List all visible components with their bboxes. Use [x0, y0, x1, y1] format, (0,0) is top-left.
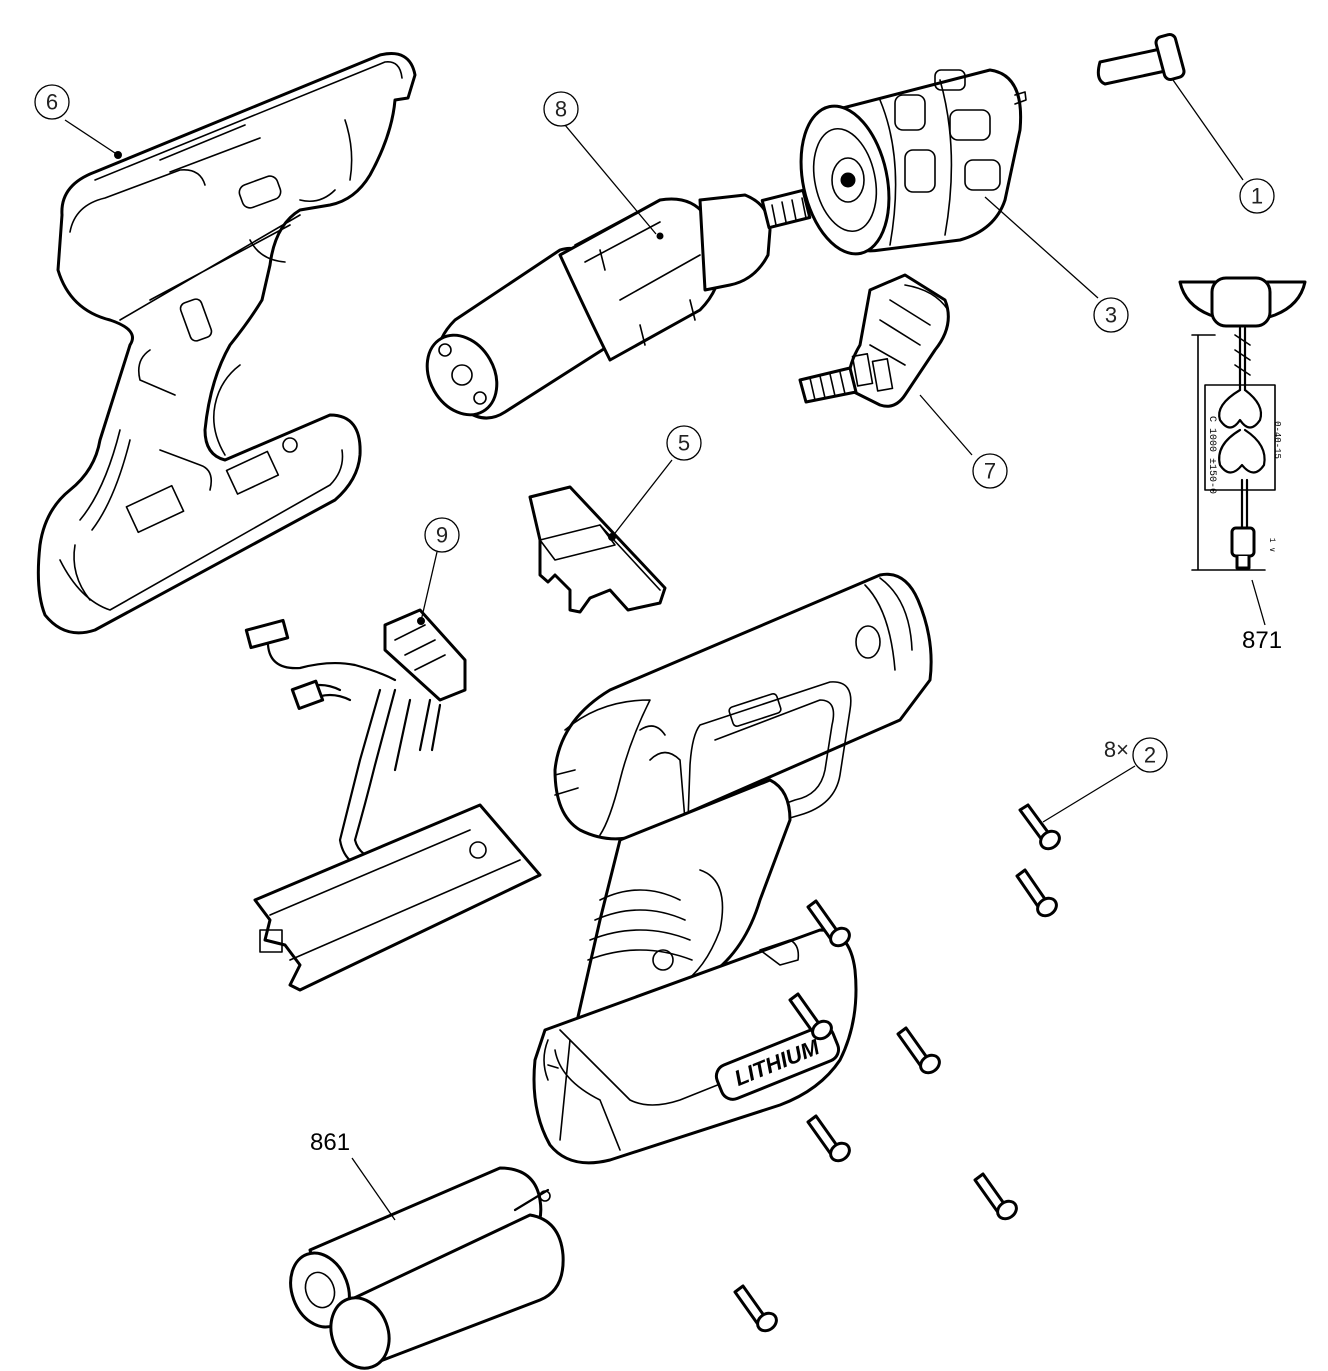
- screw: [1018, 803, 1061, 851]
- part-7-switch: [798, 273, 950, 408]
- part-8-motor-gearbox: [425, 188, 812, 420]
- callout-1: 1: [1239, 178, 1275, 214]
- callout-8: 8: [543, 91, 579, 127]
- svg-text:C 1000 ±150-0: C 1000 ±150-0: [1206, 416, 1217, 494]
- leader-lines: [64, 79, 1266, 1221]
- callout-9-number: 9: [436, 523, 448, 548]
- svg-text:1 ∨: 1 ∨: [1267, 538, 1276, 553]
- callout-2-number: 2: [1144, 743, 1156, 768]
- label-871: 871: [1242, 627, 1282, 654]
- part-3-chuck: [799, 68, 1027, 256]
- callout-7: 7: [972, 453, 1008, 489]
- screw: [1015, 868, 1058, 918]
- part-5-lock-button: [528, 485, 667, 614]
- callout-3: 3: [1093, 297, 1129, 333]
- callout-5-number: 5: [678, 431, 690, 456]
- part-9-wiring-assembly: [244, 608, 542, 992]
- callout-5: 5: [666, 425, 702, 461]
- callout-7-number: 7: [984, 459, 996, 484]
- svg-text:0-40-15: 0-40-15: [1272, 421, 1282, 459]
- screw: [973, 1172, 1018, 1221]
- callout-6: 6: [34, 84, 70, 120]
- part-1-screw: [1096, 33, 1186, 86]
- callout-9: 9: [424, 517, 460, 553]
- screw: [788, 992, 833, 1041]
- screw: [806, 1114, 851, 1163]
- screw: [733, 1284, 778, 1333]
- assembled-drill: LITHIUM: [532, 572, 933, 1165]
- screw: [896, 1026, 941, 1075]
- part-6-housing-left: [36, 52, 417, 635]
- callout-1-number: 1: [1251, 184, 1263, 209]
- screw: [806, 899, 851, 948]
- callout-2-quantity: 8×: [1104, 737, 1129, 762]
- callout-6-number: 6: [46, 90, 58, 115]
- charger-871: C 1000 ±150-0 0-40-15 1 ∨: [1178, 276, 1307, 571]
- callout-3-number: 3: [1105, 303, 1117, 328]
- battery-cells-861: [289, 1166, 565, 1370]
- callout-2: 8× 2: [1104, 737, 1168, 773]
- callout-8-number: 8: [555, 97, 567, 122]
- label-861: 861: [310, 1129, 350, 1156]
- part-2-screws: [733, 803, 1061, 1333]
